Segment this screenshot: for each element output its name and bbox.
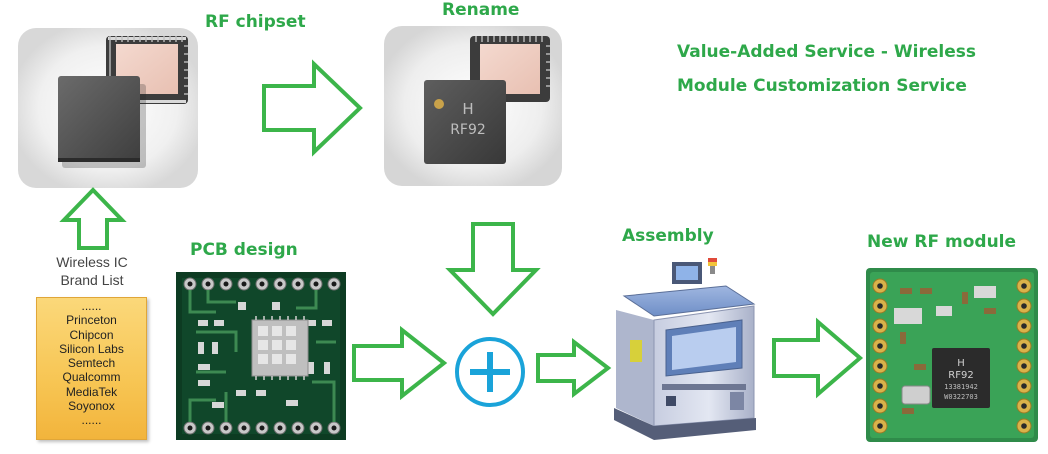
plus-circle-icon [455,337,525,407]
label-new-rf-module: New RF module [867,232,1017,252]
brand-list-item: Silicon Labs [59,341,124,356]
chip-part-text: RF92 [450,122,486,138]
headline-line-2: Module Customization Service [677,76,967,96]
arrow-up-icon [59,187,127,250]
module-chip-part-text: RF92 [948,370,973,381]
headline-line-1: Value-Added Service - Wireless [677,42,976,62]
assembly-machine-image [614,258,756,440]
brand-list-item: Soyonox [68,399,115,414]
brand-list-item: Semtech [67,356,116,371]
label-pcb-design: PCB design [190,240,298,260]
brand-list-item: Princeton [66,313,117,328]
brand-list-item: MediaTek [65,384,118,399]
label-rf-chipset: RF chipset [205,12,306,32]
module-chip-logo-text: H [957,358,965,369]
arrow-right-icon [536,337,612,399]
module-chip-line3-text: 13381942 [944,383,978,391]
pcb-design-image [176,272,346,440]
arrow-down-icon [445,222,541,317]
rf-module-image: H RF92 13381942 W0322703 [866,268,1038,442]
brand-caption-line-2: Brand List [60,272,124,288]
arrow-right-icon [352,325,448,401]
arrow-right-icon [772,317,864,399]
brand-list-item: Chipcon [69,327,114,342]
brand-list-item: ...... [81,413,102,428]
brand-list-item: Qualcomm [62,370,121,385]
label-assembly: Assembly [622,226,714,246]
arrow-right-icon [262,59,363,157]
brand-caption-line-1: Wireless IC [56,254,128,270]
brand-list-caption: Wireless IC Brand List [36,253,148,289]
brand-list-item: ...... [81,299,102,313]
chip-logo-text: H [462,100,473,118]
label-rename: Rename [442,0,520,20]
renamed-chip-image: H RF92 [384,26,562,186]
module-chip-line4-text: W0322703 [944,393,978,401]
brand-list-box: ...... Princeton Chipcon Silicon Labs Se… [36,297,147,440]
rf-chipset-image [18,28,198,188]
